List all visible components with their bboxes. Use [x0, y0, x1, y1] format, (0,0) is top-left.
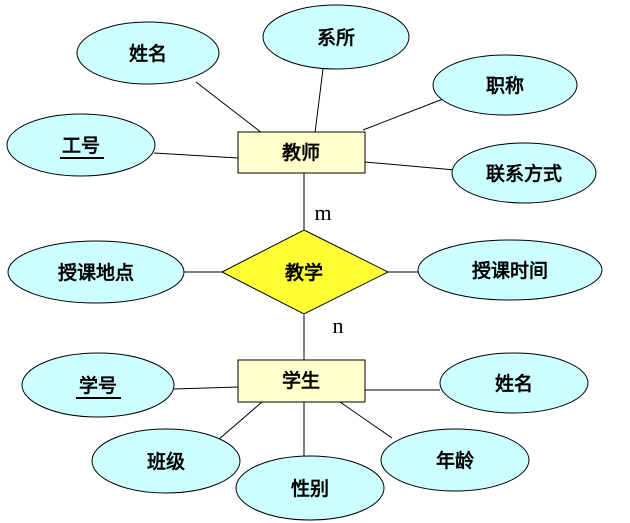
line-student-class [217, 401, 263, 441]
teaching-relationship: 教学 [220, 229, 390, 315]
attribute-label: 性别 [291, 477, 329, 500]
attribute-ellipse [432, 54, 578, 116]
attribute-teacher-name: 姓名 [76, 21, 220, 85]
attribute-label: 职称 [486, 74, 524, 97]
line-student-id [173, 386, 239, 390]
attribute-label: 授课时间 [472, 260, 548, 282]
attribute-student-name: 姓名 [439, 352, 589, 414]
attribute-teaching-time: 授课时间 [417, 239, 603, 301]
attribute-label: 系所 [317, 27, 355, 49]
attribute-label: 工号 [62, 135, 100, 157]
attribute-student-class: 班级 [91, 428, 241, 494]
attribute-ellipse [6, 113, 156, 177]
attribute-ellipse [7, 240, 185, 304]
student-cardinality: n [333, 313, 344, 338]
attribute-student-id: 学号 [21, 352, 175, 418]
relationship-diamond [220, 229, 390, 315]
line-teacher-name [195, 81, 263, 134]
attribute-ellipse [451, 142, 597, 204]
line-teacher-department [314, 68, 324, 134]
attribute-label: 年龄 [436, 449, 475, 472]
attribute-label: 学号 [79, 374, 117, 397]
teacher-entity: 教师 [237, 131, 366, 174]
line-teacher-id [153, 152, 239, 159]
student-entity-label: 学生 [282, 369, 320, 392]
connector-lines [153, 68, 456, 461]
attribute-ellipse [91, 428, 241, 494]
attribute-ellipse [417, 239, 603, 301]
teacher-entity-label: 教师 [282, 141, 320, 164]
attribute-ellipse [439, 352, 589, 414]
attribute-ellipse [21, 352, 175, 418]
attribute-ellipse [380, 428, 530, 492]
student-entity: 学生 [237, 359, 366, 403]
attribute-student-gender: 性别 [235, 455, 385, 521]
attribute-teaching-location: 授课地点 [7, 240, 185, 304]
attribute-label: 联系方式 [486, 162, 562, 185]
student-entity-box [237, 359, 366, 403]
attribute-label: 姓名 [129, 42, 167, 65]
attribute-label: 班级 [147, 450, 185, 473]
attribute-teacher-department: 系所 [262, 4, 410, 70]
attribute-label: 授课地点 [58, 261, 134, 284]
teacher-entity-box [237, 131, 366, 174]
attribute-ellipse [235, 455, 385, 521]
attribute-ellipse [262, 4, 410, 70]
attribute-teacher-contact: 联系方式 [451, 142, 597, 204]
attribute-student-age: 年龄 [380, 428, 530, 492]
attribute-teacher-title: 职称 [432, 54, 578, 116]
attribute-ellipse [76, 21, 220, 85]
teacher-cardinality: m [314, 200, 331, 225]
line-teacher-title [362, 98, 444, 131]
attribute-teacher-id: 工号 [6, 113, 156, 177]
attribute-label: 姓名 [495, 372, 533, 395]
line-student-age [339, 401, 393, 439]
relationship-label: 教学 [285, 261, 323, 284]
line-teacher-contact [364, 161, 456, 171]
